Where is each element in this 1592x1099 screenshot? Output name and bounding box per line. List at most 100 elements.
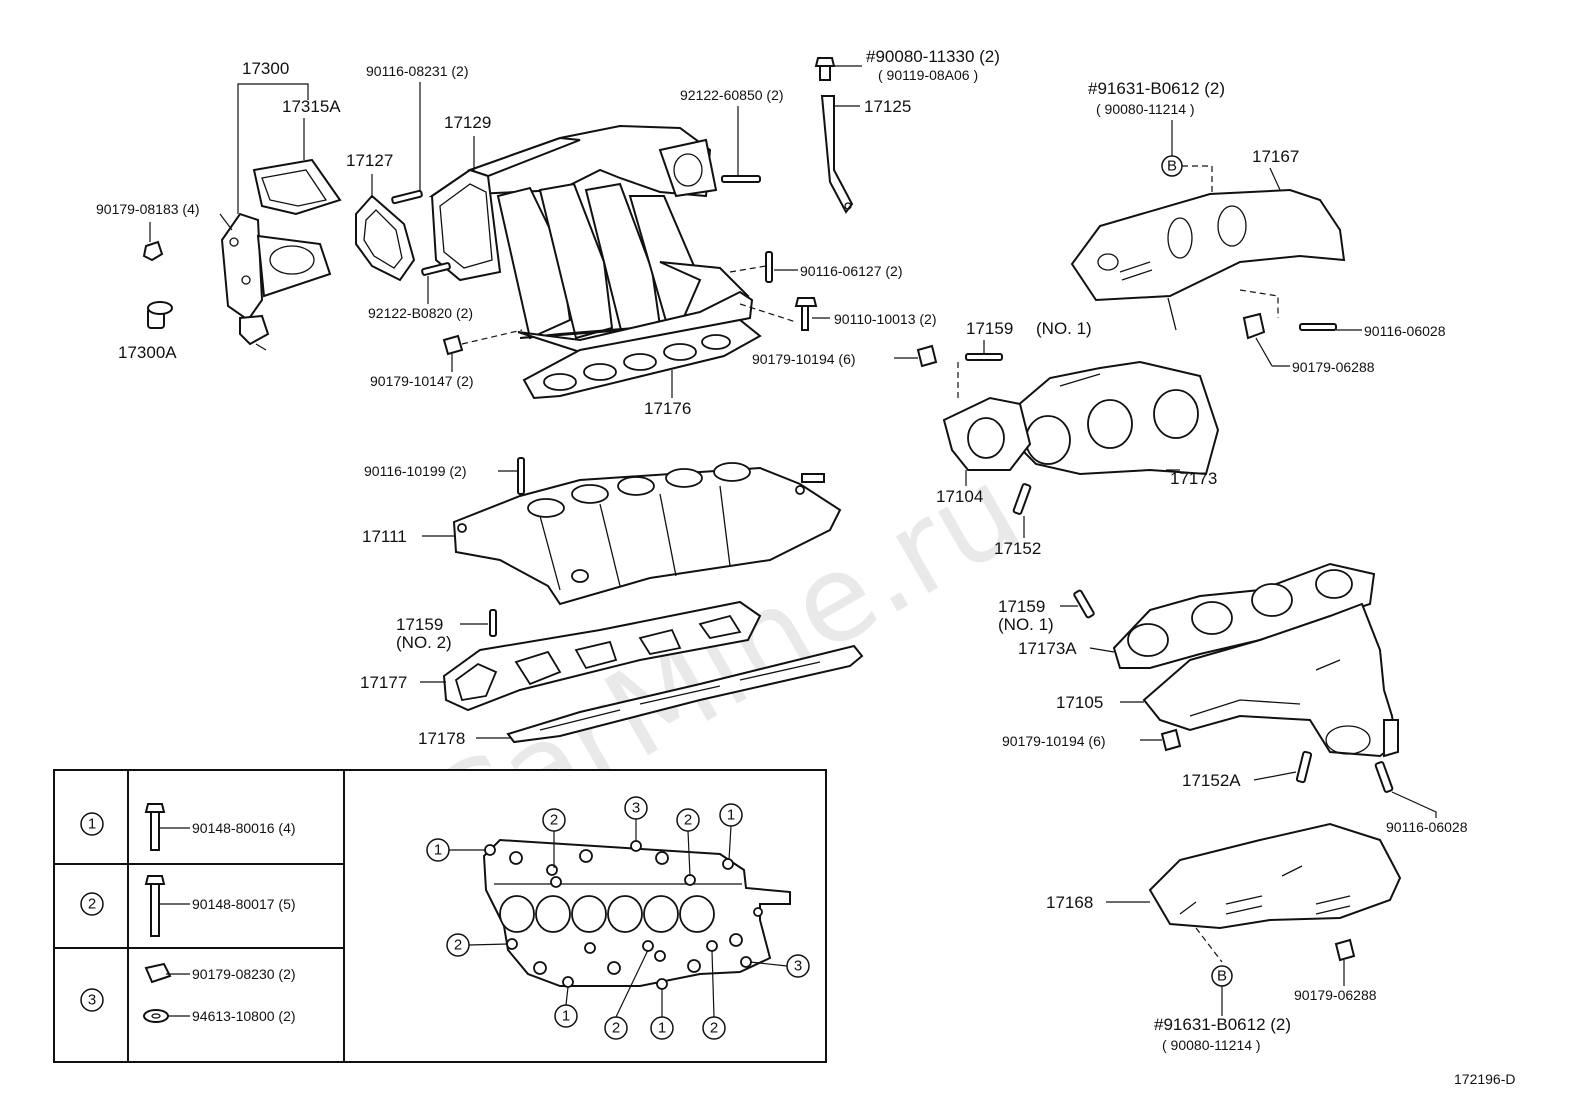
label-17168: 17168 [1046, 893, 1093, 912]
bolt-90148-80017-icon [144, 875, 166, 937]
callout-top-2-right-text: 2 [684, 812, 692, 829]
callout-top-2-left-text: 2 [550, 812, 558, 829]
callout-top-1-right [719, 803, 743, 861]
label-17152: 17152 [994, 539, 1041, 558]
gasket-17176 [522, 318, 762, 400]
gasket-17178 [506, 644, 864, 744]
label-92122-B0820: 92122-B0820 (2) [368, 305, 473, 321]
legend-part-94613-10800: 94613-10800 (2) [192, 1008, 296, 1024]
callout-bottom-1-left [554, 986, 578, 1028]
label-91631-B0612-top: #91631-B0612 (2) [1088, 79, 1225, 98]
stud-90116-06028-top [1299, 323, 1337, 331]
label-90116-10199: 90116-10199 (2) [364, 463, 466, 479]
label-90179-06288-top: 90179-06288 [1292, 359, 1375, 375]
heat-insulator-17168 [1148, 822, 1402, 930]
label-90080-11330: #90080-11330 (2) [866, 47, 1000, 66]
nut-90179-10147 [442, 334, 464, 356]
gasket-17177 [442, 600, 762, 712]
plug-17300A [147, 301, 173, 329]
label-17167: 17167 [1252, 147, 1299, 166]
ref-b-text-bottom: B [1217, 968, 1227, 985]
label-17104: 17104 [936, 487, 983, 506]
throttle-body-part [220, 212, 332, 351]
stud-17159-no2 [489, 609, 497, 637]
washer-94613-10800-icon [143, 1009, 169, 1023]
callout-top-2-right [676, 808, 700, 877]
label-90116-08231: 90116-08231 (2) [366, 63, 468, 79]
label-17129: 17129 [444, 113, 491, 132]
callout-bottom-1-right-text: 1 [658, 1020, 666, 1037]
nut-90179-08230-icon [144, 962, 172, 984]
label-92122-60850: 92122-60850 (2) [680, 87, 784, 103]
exhaust-manifold-17105 [1142, 602, 1399, 758]
label-17173A: 17173A [1018, 639, 1077, 658]
intake-manifold-17111 [452, 462, 842, 606]
legend-marker-2 [80, 892, 104, 916]
stud-17152A [1295, 750, 1313, 784]
label-17152A: 17152A [1182, 771, 1241, 790]
label-17300A: 17300A [118, 343, 177, 362]
label-17105: 17105 [1056, 693, 1103, 712]
label-17159-mid: 17159 [396, 615, 443, 634]
label-17159-mid-no: (NO. 2) [396, 633, 452, 652]
callout-top-3 [624, 796, 648, 842]
label-17177: 17177 [360, 673, 407, 692]
label-17159-top: 17159 [966, 319, 1013, 338]
nut-90179-06288-top [1242, 312, 1266, 340]
callout-top-2-left [542, 808, 566, 868]
stud-17152 [1012, 483, 1032, 515]
nut-90179-10194-top [916, 344, 938, 368]
legend-marker-2-text: 2 [88, 896, 96, 913]
stud-17159-no1-top [965, 353, 1003, 361]
label-90116-06028-top: 90116-06028 [1364, 323, 1446, 339]
nut-90179-08183 [142, 240, 164, 262]
label-90080-11214-bottom: ( 90080-11214 ) [1162, 1037, 1261, 1053]
gasket-17104 [942, 396, 1032, 471]
stud-92122-B0820 [421, 262, 451, 276]
callout-bottom-2-left [604, 949, 649, 1040]
stud-92122-60850 [721, 175, 761, 183]
callout-left-1 [426, 838, 486, 862]
label-90116-06028-bottom: 90116-06028 [1386, 819, 1468, 835]
stud-17159-no1-right [1073, 589, 1095, 619]
callout-top-3-text: 3 [632, 800, 640, 817]
legend-marker-1 [80, 812, 104, 836]
gasket-17127 [355, 194, 416, 282]
legend-part-90148-80016: 90148-80016 (4) [192, 820, 296, 836]
stud-90116-06028-bottom [1374, 761, 1394, 793]
label-90179-10194-bottom: 90179-10194 (6) [1002, 733, 1106, 749]
stud-90116-06127 [765, 251, 773, 283]
label-17178: 17178 [418, 729, 465, 748]
callout-left-1-text: 1 [434, 842, 442, 859]
label-91631-B0612-bottom: #91631-B0612 (2) [1154, 1015, 1291, 1034]
legend-part-90179-08230: 90179-08230 (2) [192, 966, 296, 982]
callout-right-3-text: 3 [794, 958, 802, 975]
bolt-90080-11330 [814, 57, 836, 81]
label-17127: 17127 [346, 151, 393, 170]
label-90179-06288-bottom: 90179-06288 [1294, 987, 1377, 1003]
legend-marker-3 [80, 988, 104, 1012]
callout-bottom-1-left-text: 1 [562, 1008, 570, 1025]
exhaust-manifold-17173 [1008, 360, 1220, 476]
label-90179-10194-top: 90179-10194 (6) [752, 351, 856, 367]
callout-top-1-right-text: 1 [727, 807, 735, 824]
stay-17125 [820, 95, 854, 214]
callout-left-2-text: 2 [454, 937, 462, 954]
label-90080-11214-top: ( 90080-11214 ) [1096, 101, 1195, 117]
label-17300: 17300 [242, 59, 289, 78]
legend-part-90148-80017: 90148-80017 (5) [192, 896, 296, 912]
callout-bottom-1-right [650, 989, 674, 1040]
label-17173: 17173 [1170, 469, 1217, 488]
callout-right-3 [749, 954, 810, 978]
bolt-90110-10013 [794, 297, 818, 331]
gasket-17173A [1112, 562, 1376, 669]
callout-bottom-2-left-text: 2 [612, 1020, 620, 1037]
legend-marker-3-text: 3 [88, 992, 96, 1009]
label-17315A: 17315A [282, 97, 341, 116]
label-90179-10147: 90179-10147 (2) [370, 373, 474, 389]
label-17111: 17111 [362, 527, 407, 546]
callout-bottom-2-right [702, 950, 726, 1040]
heat-insulator-17167 [1070, 188, 1346, 331]
label-17159-top-no: (NO. 1) [1036, 319, 1092, 338]
